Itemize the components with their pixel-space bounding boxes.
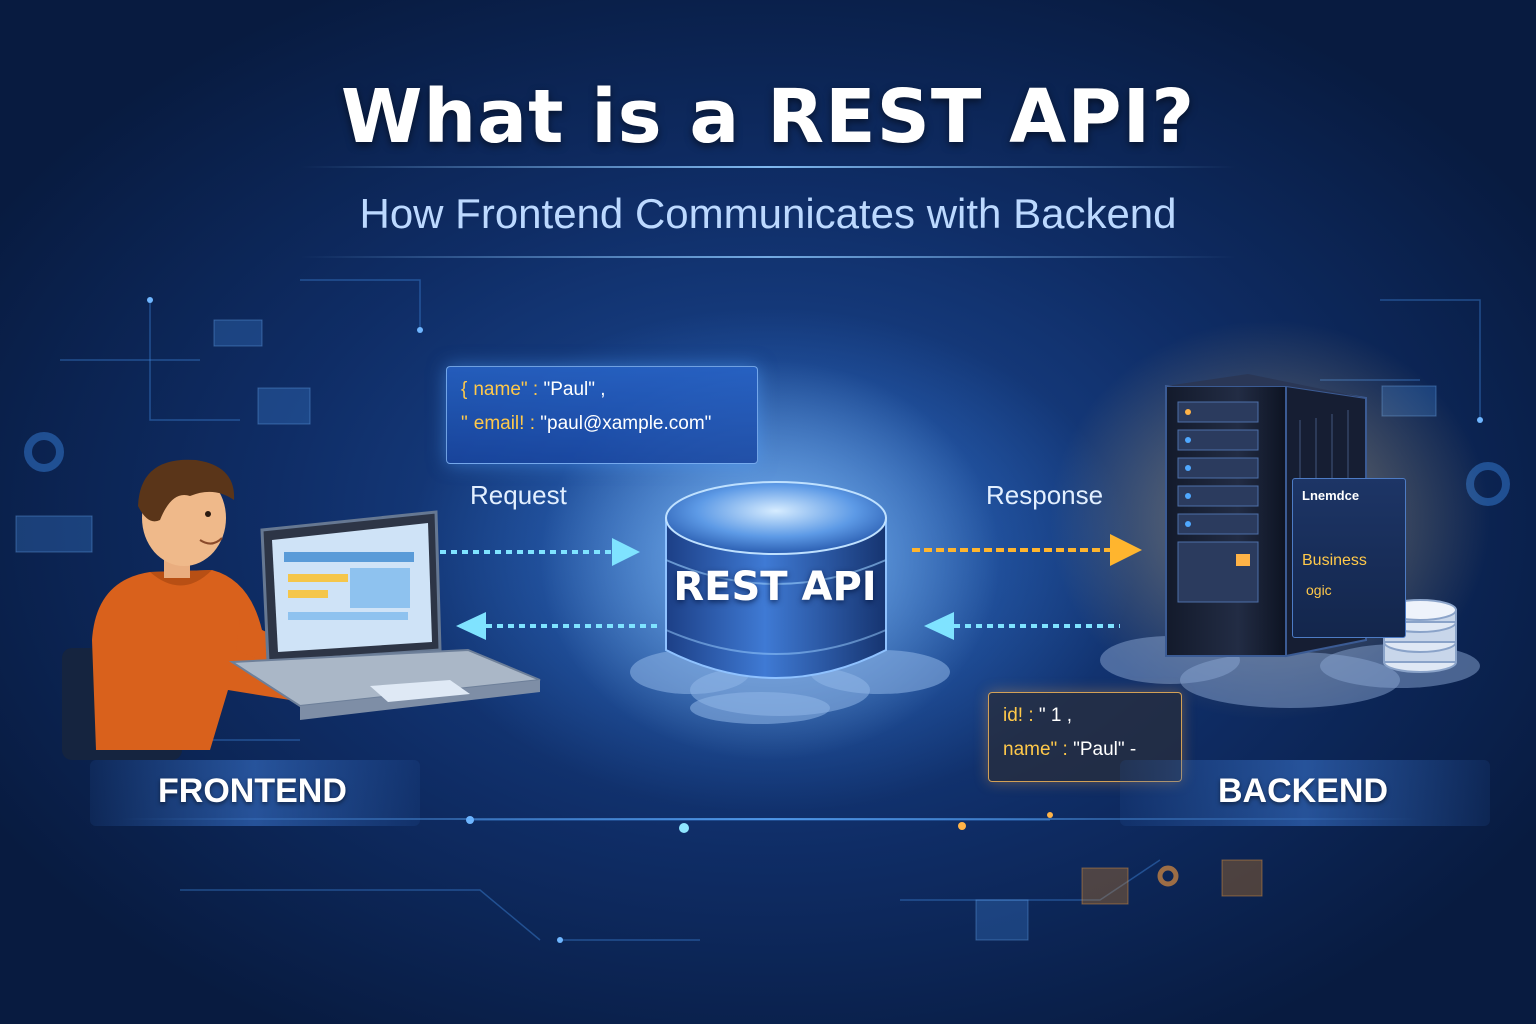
laptop: [228, 510, 541, 720]
page-subtitle: How Frontend Communicates with Backend: [359, 190, 1177, 237]
response-value-name: "Paul" -: [1073, 739, 1137, 760]
request-payload-box: {name" : "Paul" , "email! : "paul@xample…: [446, 366, 758, 464]
response-key-name: name" :: [1003, 739, 1068, 760]
request-key-email: email! :: [473, 413, 535, 434]
developer-illustration: [62, 459, 338, 760]
request-arrow-head: [612, 538, 640, 566]
response-arrow-head: [1110, 534, 1142, 566]
rest-api-label: REST API: [673, 564, 877, 610]
backend-label: BACKEND: [1218, 772, 1388, 810]
response-label: Response: [986, 480, 1104, 510]
bottom-connector-line: [120, 818, 1420, 820]
request-line-name: {name" : "Paul" ,: [461, 373, 743, 407]
request-value-email: "paul@xample.com": [540, 413, 712, 434]
title-divider: [300, 166, 1236, 168]
api-to-frontend-arrow-head: [456, 612, 486, 640]
subtitle-divider: [300, 256, 1236, 258]
panel-logic-label: ogic: [1306, 582, 1332, 598]
backend-band: [1120, 760, 1490, 826]
frontend-label: FRONTEND: [158, 772, 347, 810]
response-payload-box: id! : " 1 , name" : "Paul" -: [988, 692, 1182, 782]
business-logic-panel: [1292, 478, 1406, 638]
brace-icon: {: [461, 379, 468, 400]
panel-title: Lnemdce: [1302, 488, 1360, 503]
frontend-band: [90, 760, 420, 826]
response-value-id: " 1 ,: [1038, 705, 1073, 726]
rest-api-drum: [665, 481, 887, 679]
panel-business-label: Business: [1302, 552, 1367, 569]
request-key-name: name" :: [473, 379, 539, 400]
request-label: Request: [470, 480, 567, 510]
request-line-email: "email! : "paul@xample.com": [461, 407, 743, 441]
page-title: What is a REST API?: [340, 74, 1196, 160]
response-line-name: name" : "Paul" -: [1003, 733, 1167, 767]
quote-icon: ": [461, 413, 468, 434]
request-value-name: "Paul" ,: [543, 379, 606, 400]
response-line-id: id! : " 1 ,: [1003, 699, 1167, 733]
backend-to-api-arrow-head: [924, 612, 954, 640]
response-key-id: id! :: [1003, 705, 1034, 726]
